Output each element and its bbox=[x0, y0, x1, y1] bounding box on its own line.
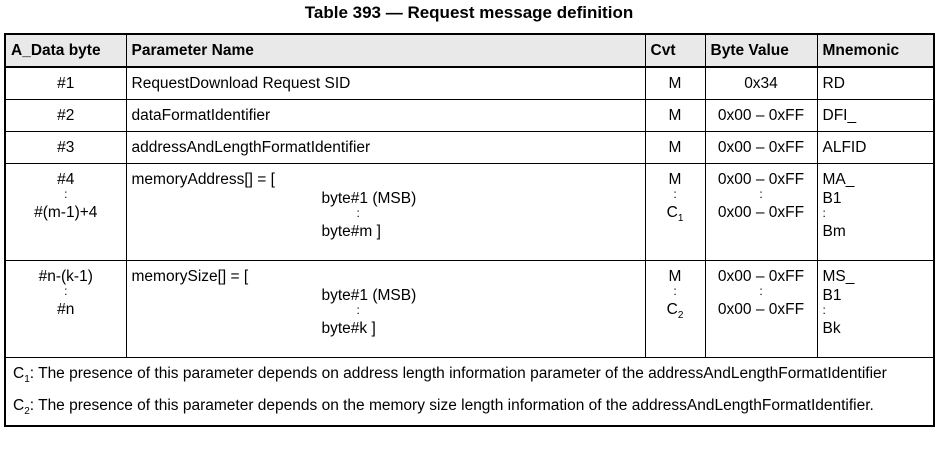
header-cvt: Cvt bbox=[644, 33, 706, 68]
byte-last: #(m-1)+4 bbox=[34, 204, 98, 221]
note-c1: C1: The presence of this parameter depen… bbox=[13, 365, 887, 386]
cell-param: RequestDownload Request SID bbox=[125, 66, 646, 100]
mn-dots: : bbox=[822, 303, 826, 317]
table-row: #3 addressAndLengthFormatIdentifier M 0x… bbox=[4, 131, 935, 164]
mn-head: MA_ bbox=[822, 171, 855, 188]
param-last: byte#m ] bbox=[321, 223, 381, 240]
cell-param: memoryAddress[] = [ byte#1 (MSB) : byte#… bbox=[125, 163, 646, 261]
param-head: memoryAddress[] = [ bbox=[131, 171, 275, 188]
byte-first: #4 bbox=[57, 171, 75, 188]
value-dots: : bbox=[759, 284, 763, 298]
table-notes: C1: The presence of this parameter depen… bbox=[4, 357, 935, 427]
value-last: 0x00 – 0xFF bbox=[717, 204, 805, 221]
cell-value: 0x00 – 0xFF bbox=[704, 131, 818, 164]
cell-value: 0x00 – 0xFF : 0x00 – 0xFF bbox=[704, 163, 818, 261]
cell-byte: #n-(k-1) : #n bbox=[4, 260, 127, 358]
cell-byte: #3 bbox=[4, 131, 127, 164]
value-first: 0x00 – 0xFF bbox=[717, 171, 805, 188]
cell-mnemonic: MS_ B1 : Bk bbox=[816, 260, 935, 358]
table-header-row: A_Data byte Parameter Name Cvt Byte Valu… bbox=[4, 33, 935, 68]
param-last: byte#k ] bbox=[321, 320, 376, 337]
header-mnemonic: Mnemonic bbox=[816, 33, 935, 68]
cvt-last: C1 bbox=[666, 204, 684, 225]
table-notes-row: C1: The presence of this parameter depen… bbox=[4, 357, 935, 427]
byte-last: #n bbox=[57, 301, 75, 318]
cell-value: 0x34 bbox=[704, 66, 818, 100]
cell-byte: #1 bbox=[4, 66, 127, 100]
cvt-first: M bbox=[668, 268, 682, 285]
header-parameter-name: Parameter Name bbox=[125, 33, 646, 68]
cvt-first: M bbox=[668, 171, 682, 188]
param-head: memorySize[] = [ bbox=[131, 268, 249, 285]
mn-dots: : bbox=[822, 206, 826, 220]
cell-mnemonic: RD bbox=[816, 66, 935, 100]
cell-param: addressAndLengthFormatIdentifier bbox=[125, 131, 646, 164]
cell-param: dataFormatIdentifier bbox=[125, 99, 646, 132]
mn-head: MS_ bbox=[822, 268, 855, 285]
mn-last: Bm bbox=[822, 223, 846, 240]
value-first: 0x00 – 0xFF bbox=[717, 268, 805, 285]
value-dots: : bbox=[759, 187, 763, 201]
mn-last: Bk bbox=[822, 320, 841, 337]
cell-cvt: M bbox=[644, 66, 706, 100]
cvt-dots: : bbox=[673, 284, 677, 298]
cell-mnemonic: MA_ B1 : Bm bbox=[816, 163, 935, 261]
request-message-table: A_Data byte Parameter Name Cvt Byte Valu… bbox=[4, 33, 935, 428]
table-row: #2 dataFormatIdentifier M 0x00 – 0xFF DF… bbox=[4, 99, 935, 132]
value-last: 0x00 – 0xFF bbox=[717, 301, 805, 318]
mn-first: B1 bbox=[822, 190, 842, 207]
cell-cvt: M : C2 bbox=[644, 260, 706, 358]
mn-first: B1 bbox=[822, 287, 842, 304]
cell-value: 0x00 – 0xFF bbox=[704, 99, 818, 132]
table-caption: Table 393 — Request message definition bbox=[304, 3, 634, 22]
param-dots: : bbox=[356, 206, 360, 220]
table-row-memory-address: #4 : #(m-1)+4 memoryAddress[] = [ byte#1… bbox=[4, 163, 935, 261]
table-row-memory-size: #n-(k-1) : #n memorySize[] = [ byte#1 (M… bbox=[4, 260, 935, 358]
cell-cvt: M bbox=[644, 131, 706, 164]
byte-first: #n-(k-1) bbox=[38, 268, 93, 285]
table-row: #1 RequestDownload Request SID M 0x34 RD bbox=[4, 66, 935, 100]
header-a-data-byte: A_Data byte bbox=[4, 33, 127, 68]
param-first: byte#1 (MSB) bbox=[321, 287, 417, 304]
cvt-dots: : bbox=[673, 187, 677, 201]
cell-value: 0x00 – 0xFF : 0x00 – 0xFF bbox=[704, 260, 818, 358]
cell-cvt: M : C1 bbox=[644, 163, 706, 261]
cell-mnemonic: DFI_ bbox=[816, 99, 935, 132]
param-dots: : bbox=[356, 303, 360, 317]
cell-byte: #4 : #(m-1)+4 bbox=[4, 163, 127, 261]
cvt-last: C2 bbox=[666, 301, 684, 322]
cell-cvt: M bbox=[644, 99, 706, 132]
header-byte-value: Byte Value bbox=[704, 33, 818, 68]
note-c2: C2: The presence of this parameter depen… bbox=[13, 397, 874, 418]
param-first: byte#1 (MSB) bbox=[321, 190, 417, 207]
cell-param: memorySize[] = [ byte#1 (MSB) : byte#k ] bbox=[125, 260, 646, 358]
byte-dots: : bbox=[64, 187, 68, 201]
byte-dots: : bbox=[64, 284, 68, 298]
cell-byte: #2 bbox=[4, 99, 127, 132]
cell-mnemonic: ALFID bbox=[816, 131, 935, 164]
